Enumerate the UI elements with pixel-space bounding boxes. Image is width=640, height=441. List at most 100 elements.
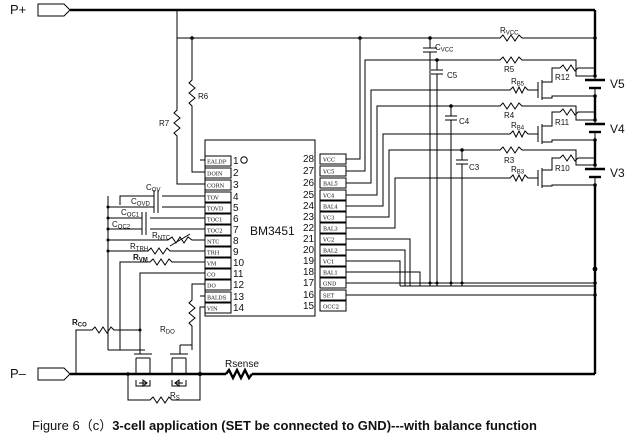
c3-label: C3 xyxy=(469,163,480,172)
resistor-r6 xyxy=(177,37,205,173)
p-minus-terminal[interactable] xyxy=(37,367,71,381)
pin-number: 23 xyxy=(303,212,315,223)
pin-number: 3 xyxy=(233,180,239,191)
pin-name: EALDP xyxy=(207,160,227,166)
figure-caption: Figure 6（c）3-cell application (SET be co… xyxy=(32,418,537,433)
wire-vcc-pin xyxy=(346,38,361,160)
wire-co xyxy=(139,272,205,345)
capacitor-cov xyxy=(119,190,205,205)
pin-number: 13 xyxy=(233,292,245,303)
cov-label: COV xyxy=(146,183,160,194)
rb5-label: RB5 xyxy=(511,77,525,88)
pin-number: 8 xyxy=(233,236,239,247)
resistor-r7 xyxy=(173,38,205,185)
v3-label: V3 xyxy=(610,166,625,180)
pin-name: VC4 xyxy=(322,194,335,200)
resistor-rvm xyxy=(119,258,205,351)
rvcc-label: RVCC xyxy=(500,26,519,37)
c5-label: C5 xyxy=(447,71,458,80)
pin-name: BAL4 xyxy=(323,205,338,211)
pin-number: 19 xyxy=(303,256,315,267)
rntc-label: RNTC xyxy=(152,231,171,242)
pin-name: VIN xyxy=(206,307,218,313)
pin-name: VCC xyxy=(322,158,335,164)
pin-name: TOC1 xyxy=(207,218,223,224)
wire-bal1 xyxy=(346,271,421,286)
capacitor-coc1 xyxy=(108,212,205,224)
wire-vc2 xyxy=(346,238,411,286)
caption-prefix: Figure 6（c） xyxy=(32,418,112,433)
p-plus-terminal[interactable] xyxy=(37,3,71,17)
rb4-label: RB4 xyxy=(511,121,525,132)
resistor-rco xyxy=(75,326,140,374)
p-minus-label: P– xyxy=(10,366,27,381)
pin-number: 28 xyxy=(303,154,315,165)
cell-v4 xyxy=(585,120,605,140)
r12-label: R12 xyxy=(555,73,570,82)
c4-label: C4 xyxy=(459,117,470,126)
pin-name: TRH xyxy=(207,251,220,257)
r6-label: R6 xyxy=(198,92,209,101)
pin-name: SET xyxy=(323,294,335,300)
pin-name: VC1 xyxy=(322,260,334,266)
pin-number: 18 xyxy=(303,267,315,278)
capacitor-c4 xyxy=(445,106,457,286)
pin-name: BAL5 xyxy=(323,182,338,188)
pin-number: 25 xyxy=(303,190,315,201)
caption-title: 3-cell application (SET be connected to … xyxy=(112,418,537,433)
rdo-label: RDO xyxy=(160,325,175,336)
r5-label: R5 xyxy=(504,65,515,74)
pin-name: TOV xyxy=(207,196,219,202)
pin-number: 17 xyxy=(303,278,315,289)
pin-number: 4 xyxy=(233,192,239,203)
rco-label: RCO xyxy=(72,318,87,329)
r3-label: R3 xyxy=(504,156,515,165)
cvcc-label: CVCC xyxy=(435,43,454,54)
pin-number: 11 xyxy=(233,269,244,280)
pin-number: 12 xyxy=(233,280,245,291)
right-pin-names: VCC VC5 BAL5 VC4 BAL4 VC3 BAL3 VC2 BAL2 … xyxy=(322,158,339,311)
thermistor-rntc xyxy=(108,233,205,247)
cell-v5 xyxy=(585,76,605,96)
pin-name: GND xyxy=(323,282,337,288)
wire-vin xyxy=(199,306,205,374)
resistor-rb4-net xyxy=(346,129,538,207)
charge-mosfet xyxy=(134,345,152,387)
pin-number: 22 xyxy=(303,223,315,234)
rb3-label: RB3 xyxy=(511,165,525,176)
v4-label: V4 xyxy=(610,122,625,136)
pin-name: NTC xyxy=(207,240,219,246)
r11-label: R11 xyxy=(555,118,570,127)
pin-number: 2 xyxy=(233,168,239,179)
wire-bal2 xyxy=(346,249,406,286)
ic-name: BM3451 xyxy=(250,224,295,238)
pin-number: 1 xyxy=(233,156,239,167)
pin-number: 27 xyxy=(303,166,315,177)
v5-label: V5 xyxy=(610,77,625,91)
r10-label: R10 xyxy=(555,164,570,173)
r7-label: R7 xyxy=(159,119,170,128)
balance-mosfet-5 xyxy=(537,64,595,100)
pin-name: CORN xyxy=(207,184,225,190)
capacitor-covd xyxy=(108,201,205,213)
r4-label: R4 xyxy=(504,111,515,120)
pin-name: VC2 xyxy=(322,238,334,244)
resistor-rsense xyxy=(225,367,253,381)
wire-vc1 xyxy=(346,260,401,286)
resistor-r4-net xyxy=(346,102,595,196)
capacitor-c3 xyxy=(456,150,468,286)
pin-name: BALDS xyxy=(207,296,227,302)
pin-number: 14 xyxy=(233,303,245,314)
resistor-rb5-net xyxy=(346,85,538,184)
pin-number: 9 xyxy=(233,247,239,258)
cell-v3 xyxy=(585,165,605,185)
discharge-mosfet xyxy=(170,344,193,387)
pin-name: OCC2 xyxy=(323,305,339,311)
coc1-label: COC1 xyxy=(121,208,140,219)
resistor-rvcc xyxy=(430,34,595,42)
rvm-label: RVM xyxy=(133,253,148,264)
resistor-rs xyxy=(127,374,201,404)
p-plus-label: P+ xyxy=(10,2,26,17)
capacitor-cvcc xyxy=(423,38,437,286)
pin-number: 7 xyxy=(233,225,239,236)
